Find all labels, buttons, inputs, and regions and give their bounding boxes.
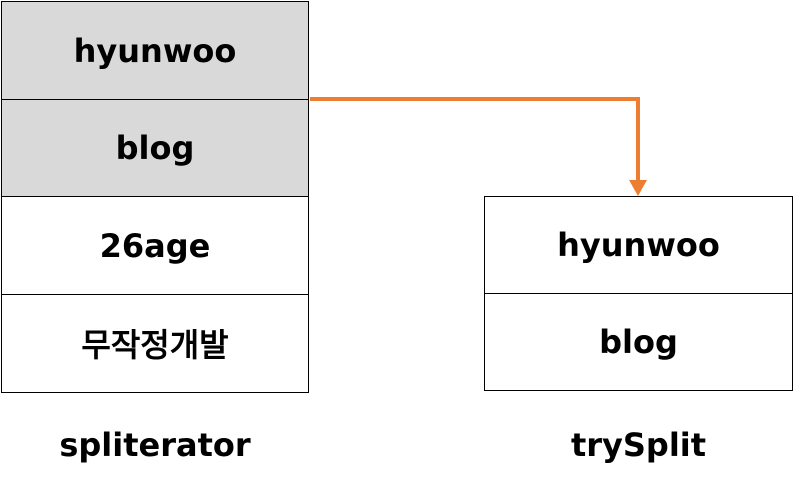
trysplit-caption: trySplit xyxy=(570,426,707,464)
trysplit-stack: hyunwoo blog xyxy=(484,196,793,391)
split-arrow-line xyxy=(310,97,640,182)
spliterator-cell-dev: 무작정개발 xyxy=(1,293,309,393)
spliterator-cell-age: 26age xyxy=(1,196,309,295)
spliterator-caption: spliterator xyxy=(59,426,251,464)
spliterator-cell-hyunwoo: hyunwoo xyxy=(1,1,309,100)
split-arrow-head xyxy=(629,180,647,196)
trysplit-cell-blog: blog xyxy=(484,292,793,391)
spliterator-stack: hyunwoo blog 26age 무작정개발 xyxy=(1,1,309,393)
trysplit-cell-hyunwoo: hyunwoo xyxy=(484,196,793,294)
